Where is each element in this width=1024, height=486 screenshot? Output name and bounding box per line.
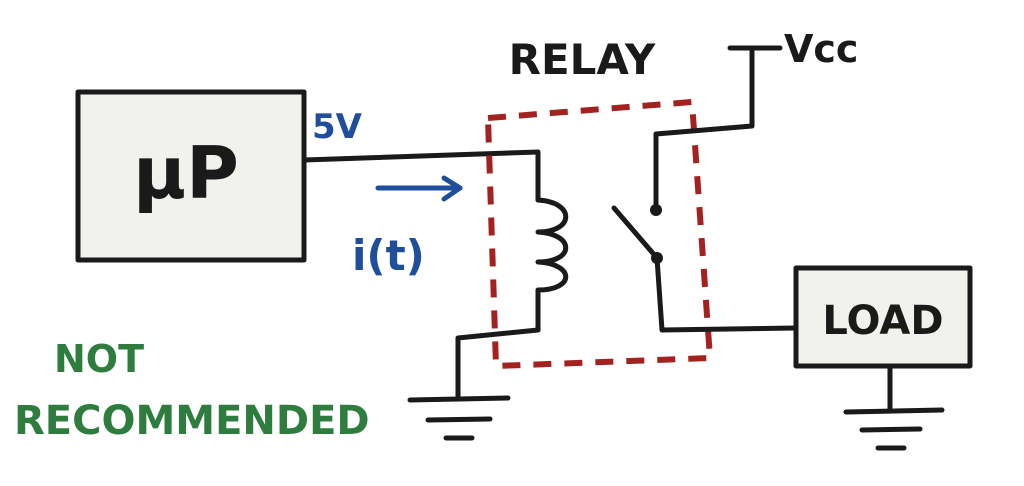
warning-line-2: RECOMMENDED: [14, 398, 370, 444]
vcc-wire: [653, 45, 783, 213]
warning-line-1: NOT: [54, 337, 144, 381]
vcc-label: Vcc: [784, 27, 858, 71]
processor-label: μP: [133, 131, 239, 215]
voltage-label: 5V: [312, 107, 363, 147]
ground-icon-left: [407, 395, 511, 441]
relay-label: RELAY: [509, 35, 656, 84]
load-wire: [654, 255, 799, 333]
relay-boundary: [485, 99, 713, 369]
processor-box: [75, 89, 307, 263]
current-label: i(t): [352, 231, 425, 280]
switch-contact-upper: [650, 204, 662, 216]
ground-icon-right: [843, 407, 945, 451]
load-box: [793, 265, 973, 369]
signal-wire: [301, 149, 541, 203]
relay-coil: [455, 197, 569, 399]
load-label: LOAD: [822, 298, 943, 344]
current-arrow-icon: [375, 175, 463, 202]
switch-blade: [611, 205, 660, 261]
